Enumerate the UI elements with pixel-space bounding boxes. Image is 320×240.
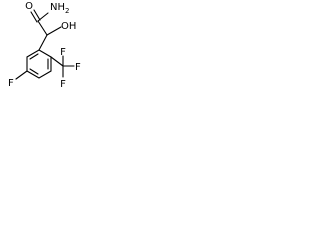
ring-cf3-bond <box>50 56 64 67</box>
alpha-ring-bond <box>38 34 48 51</box>
carbonyl-alpha-bond <box>37 20 48 36</box>
cf3-fluorine-1-label: F <box>60 47 66 58</box>
aryl-fluorine-label: F <box>8 78 14 89</box>
alpha-hydroxyl-bond <box>46 26 62 36</box>
ring-double-bond-3 <box>29 68 39 75</box>
amide-nitrogen-label: NH2 <box>50 2 69 15</box>
carbonyl-amine-bond <box>37 12 49 22</box>
cf3-fluorine-2-label: F <box>75 62 81 73</box>
carbonyl-oxygen-label: O <box>25 1 33 12</box>
cf3-fluorine-3-label: F <box>60 79 66 90</box>
benzene-ring <box>26 49 52 79</box>
carbonyl-double-bond-a <box>30 11 38 23</box>
ring-fluorine-bond <box>15 70 28 80</box>
carbonyl-double-bond-b <box>33 9 41 21</box>
chemical-structure: O NH2 OH F F F F <box>8 1 81 90</box>
hydroxyl-label: OH <box>61 21 76 32</box>
amide-nitrogen-text: NH <box>50 2 65 13</box>
ring-double-bond-1 <box>29 53 39 60</box>
amide-nitrogen-h-count: 2 <box>65 7 69 15</box>
